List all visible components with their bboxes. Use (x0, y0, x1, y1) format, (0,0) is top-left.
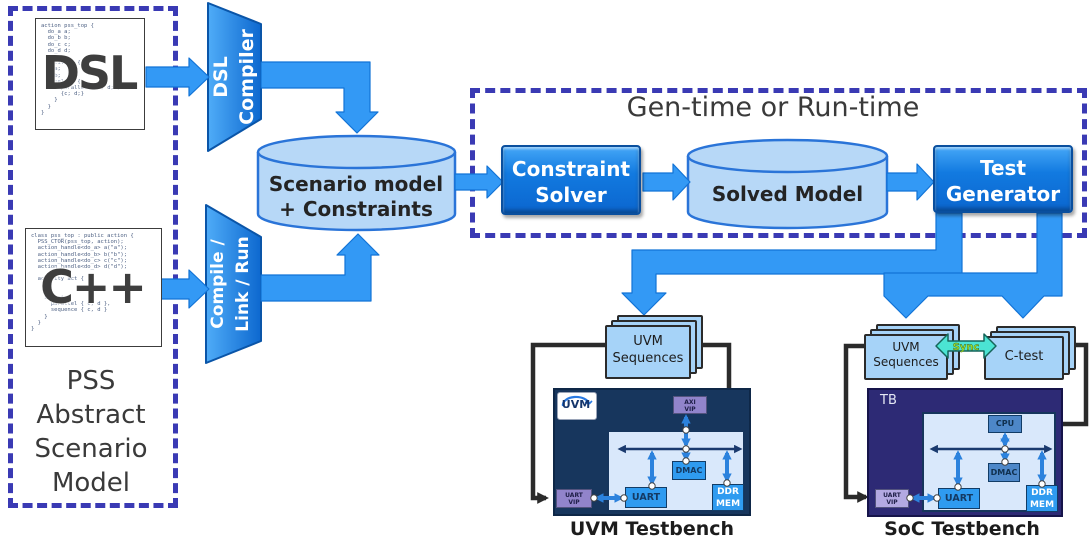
arrow-compile-to-scenario (260, 233, 380, 302)
uvm-uart-vip-box: UART VIP (556, 489, 592, 508)
uvm-logo: UVM (557, 392, 597, 420)
ctest-label: C-test (1004, 349, 1044, 364)
cpp-overlay-label: C++ (40, 259, 147, 314)
dsl-compiler-label-line2: Compiler (236, 29, 258, 125)
uvm-sequences-label: UVM Sequences (607, 333, 689, 367)
soc-uart-vip-label: UART VIP (876, 490, 908, 507)
soc-ddr-mem-box: DDR MEM (1026, 485, 1058, 512)
cpp-code-card: class pss_top : public action { PSS_CTOR… (25, 228, 162, 347)
uvm-dmac-box: DMAC (672, 461, 706, 480)
compile-label-line2: Link / Run (233, 236, 253, 332)
soc-uart-vip-box: UART VIP (875, 489, 909, 508)
uvm-uart-vip-line1: UART (565, 491, 583, 499)
uvm-logo-text: UVM (561, 398, 591, 411)
dsl-code: action pss_top { do_a a; do_b b; do_c c;… (41, 23, 121, 116)
uvm-seq-line2: Sequences (612, 351, 684, 366)
axi-vip-label: AXI VIP (674, 397, 706, 414)
dsl-overlay-label: DSL (41, 46, 139, 100)
soc-ddr-line2: MEM (1029, 500, 1055, 510)
soc-tb-label: TB (880, 393, 897, 408)
soc-ddr-line1: DDR (1031, 488, 1053, 498)
uvm-uart-vip-label: UART VIP (557, 490, 591, 507)
compile-link-run-label: Compile / Link / Run (206, 209, 260, 359)
uvm-ddr-line2: MEM (715, 499, 741, 509)
test-generator-line2: Generator (945, 182, 1061, 206)
uvm-seq2-line2: Sequences (873, 355, 939, 369)
compile-label-line1: Compile / (208, 239, 228, 329)
stack-page-front: UVM Sequences (864, 334, 948, 380)
pss-label-line: PSS (66, 366, 116, 396)
dsl-compiler-label: DSL Compiler (208, 2, 262, 152)
pss-label-line: Abstract (36, 400, 146, 430)
stack-page-front: C-test (984, 336, 1064, 380)
solved-model-label: Solved Model (711, 182, 864, 206)
pss-abstract-scenario-box (8, 6, 178, 508)
axi-vip-line1: AXI (684, 398, 696, 406)
stack-page-front: UVM Sequences (605, 325, 691, 379)
uvm-sequences-label: UVM Sequences (866, 340, 946, 370)
soc-testbench-caption: SoC Testbench (884, 518, 1040, 540)
gen-box-title: Gen-time or Run-time (626, 92, 920, 123)
pss-box-label: PSS Abstract Scenario Model (8, 364, 174, 500)
connector-uvmseq2-to-uartvip (843, 343, 869, 503)
uvm-uart-vip-line2: VIP (568, 499, 580, 506)
dsl-code-card: action pss_top { do_a a; do_b b; do_c c;… (35, 18, 145, 130)
test-generator-line1: Test (979, 156, 1026, 180)
constraint-solver-line2: Solver (535, 183, 607, 207)
dsl-compiler-label-line1: DSL (210, 56, 232, 98)
cpp-code: class pss_top : public action { PSS_CTOR… (31, 233, 134, 333)
axi-vip-line2: VIP (684, 406, 696, 413)
uvm-testbench-caption: UVM Testbench (569, 518, 735, 540)
soc-dmac-box: DMAC (988, 463, 1020, 482)
scenario-label-line2: + Constraints (279, 197, 433, 221)
uvm-uart-box: UART (625, 487, 667, 508)
uvm-seq-line1: UVM (633, 334, 663, 349)
uvm-ddr-mem-box: DDR MEM (712, 484, 744, 511)
axi-vip-box: AXI VIP (673, 396, 707, 414)
soc-uart-vip-line2: VIP (886, 499, 898, 506)
test-generator-box: Test Generator (933, 145, 1073, 213)
uvm-seq2-line1: UVM (892, 340, 920, 354)
pss-label-line: Scenario (34, 434, 148, 464)
pss-label-line: Model (51, 468, 131, 498)
uvm-ddr-line1: DDR (717, 487, 739, 497)
arrow-compiler-to-scenario (260, 61, 379, 134)
scenario-label-line1: Scenario model (268, 172, 444, 196)
constraint-solver-line1: Constraint (511, 157, 631, 181)
constraint-solver-box: Constraint Solver (501, 145, 641, 215)
soc-uart-vip-line1: UART (883, 491, 901, 499)
scenario-model-label: Scenario model + Constraints (256, 172, 456, 222)
soc-cpu-box: CPU (988, 415, 1022, 433)
soc-uart-box: UART (938, 488, 980, 509)
